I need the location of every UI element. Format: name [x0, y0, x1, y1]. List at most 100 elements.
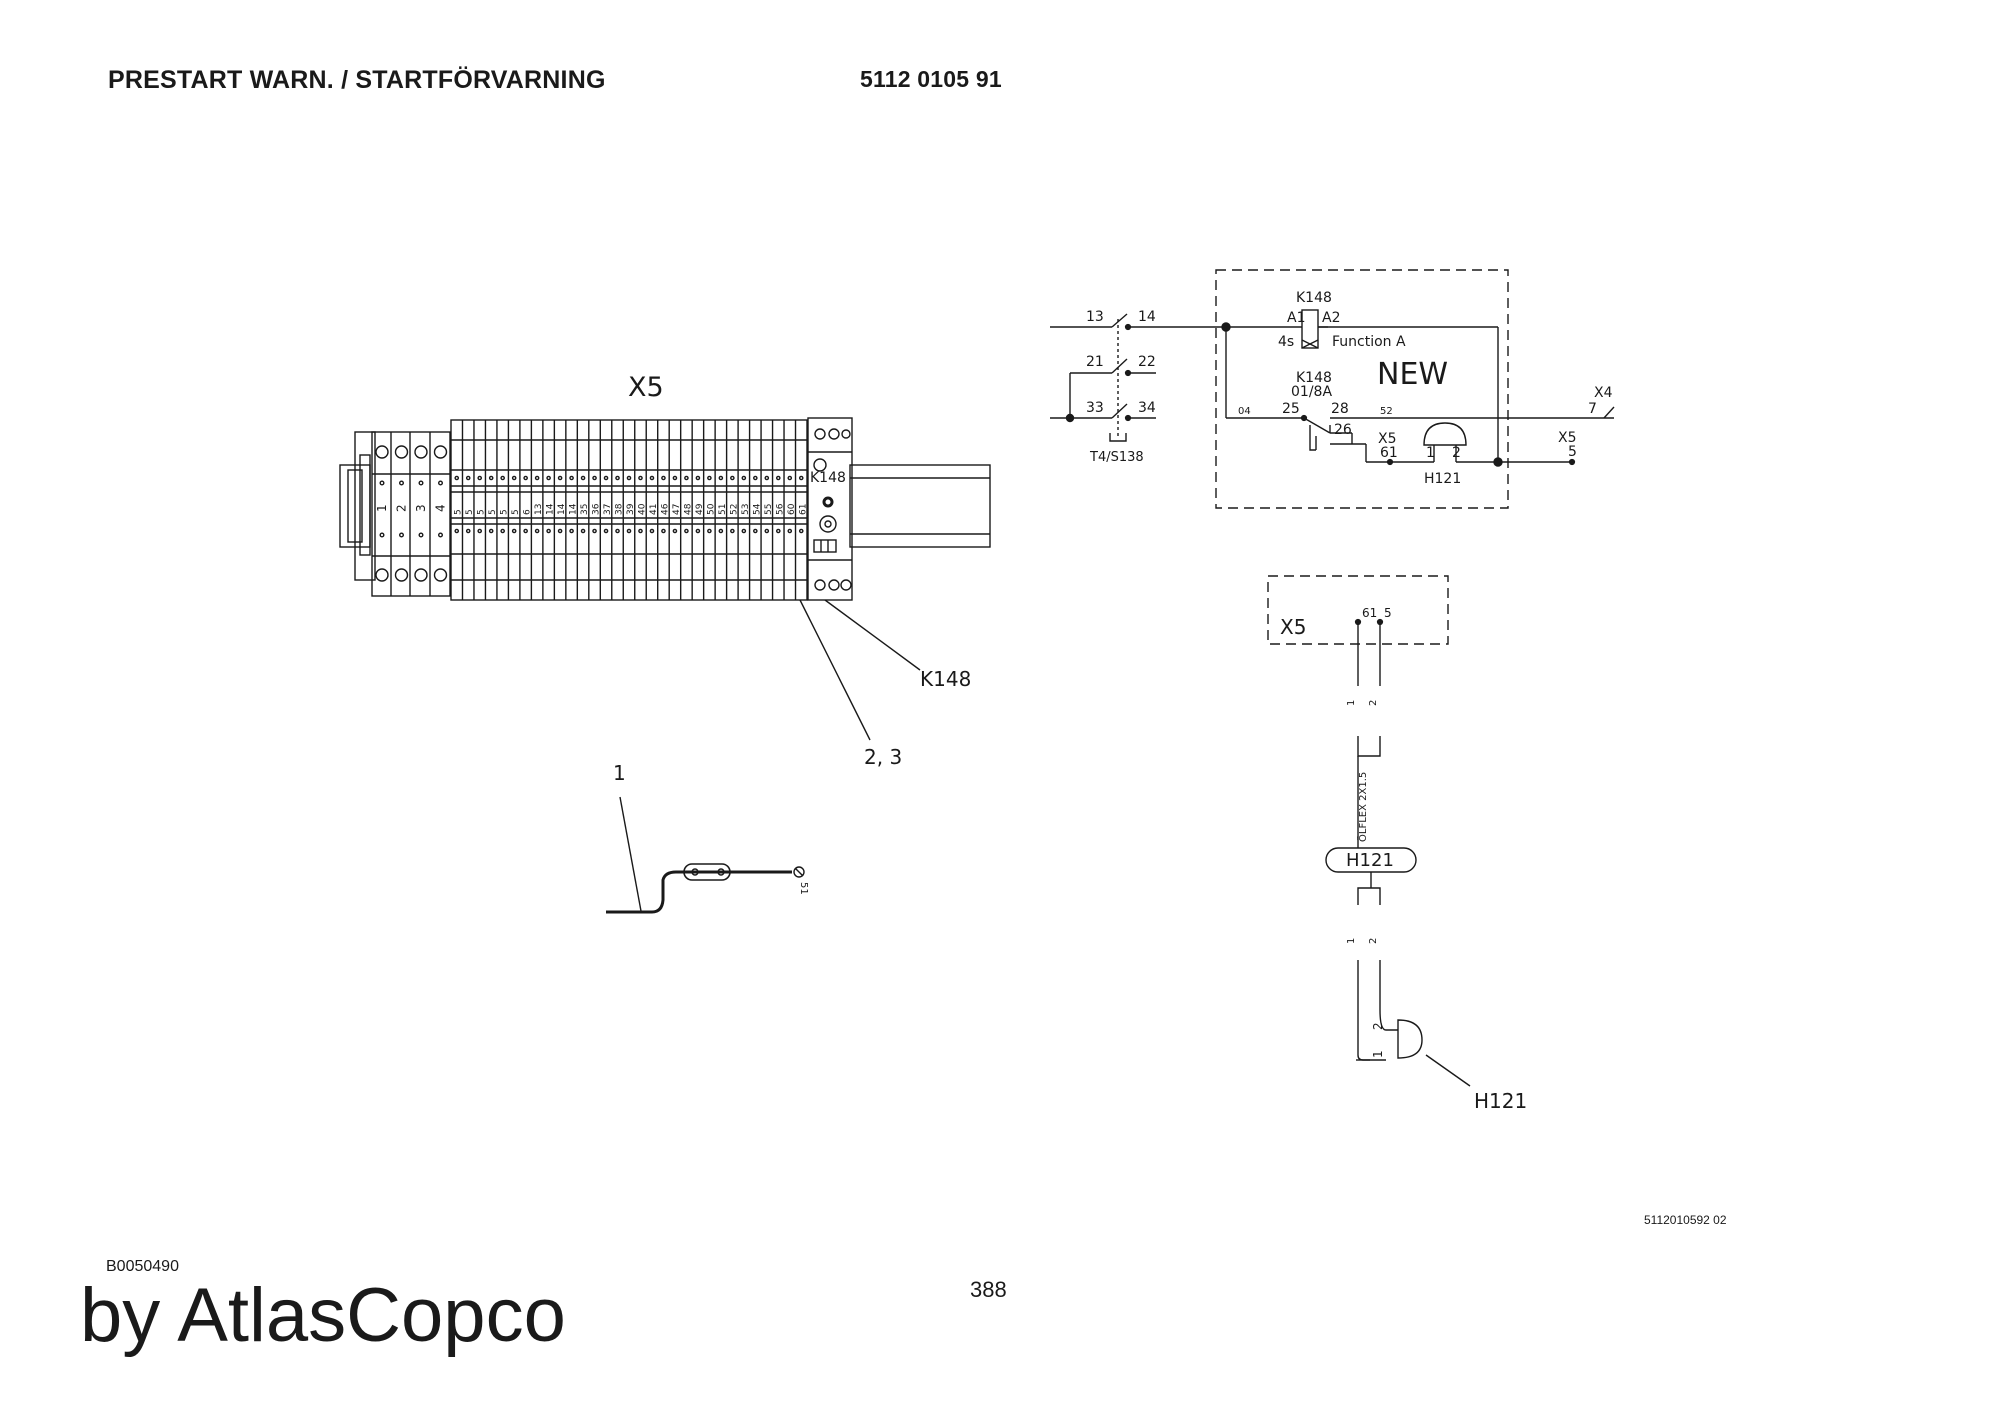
strip-terminal-number: 5 — [500, 509, 510, 515]
left-terminal-number: 2 — [395, 504, 409, 512]
contact-34: 34 — [1138, 400, 1156, 416]
reference-code: 5112010592 02 — [1644, 1213, 1727, 1227]
terminal-block-label: X5 — [628, 372, 664, 403]
terminal-strip — [450, 419, 808, 601]
callout-k148: K148 — [920, 667, 971, 691]
relay-t28: 28 — [1331, 401, 1349, 417]
cable-wire-2-bottom: 2 — [1368, 938, 1379, 944]
strip-terminal-number: 13 — [534, 504, 544, 515]
strip-terminal-number: 46 — [660, 503, 670, 515]
contact-33: 33 — [1086, 400, 1104, 416]
schematic-prestart — [1050, 269, 1615, 509]
x5-b-terminal: 5 — [1568, 444, 1577, 460]
strip-terminal-number: 5 — [511, 509, 521, 515]
strip-terminal-number: 51 — [718, 504, 728, 515]
cable-wire-1-top: 1 — [1346, 700, 1357, 706]
contact-22: 22 — [1138, 354, 1156, 370]
page-number: 388 — [970, 1277, 1007, 1302]
strip-terminal-number: 36 — [592, 503, 602, 515]
jumper-end-label: 51 — [798, 882, 809, 895]
cable-horn-pin-2: 2 — [1371, 1022, 1385, 1030]
contact-21: 21 — [1086, 354, 1104, 370]
strip-terminal-number: 54 — [752, 503, 762, 515]
callout-leader-jumper — [619, 796, 642, 912]
strip-terminal-number: 39 — [626, 503, 636, 515]
relay-module-k148 — [807, 417, 853, 601]
relay-a1: A1 — [1287, 310, 1305, 326]
cable-horn-pin-1: 1 — [1371, 1050, 1385, 1058]
left-terminal-number: 1 — [375, 504, 389, 512]
relay-t25: 25 — [1282, 401, 1300, 417]
strip-terminal-number: 37 — [603, 504, 613, 515]
relay-t26: 26 — [1334, 422, 1352, 438]
strip-terminal-number: 48 — [683, 503, 693, 515]
drawing-code: B0050490 — [106, 1258, 179, 1275]
brand-footer: by AtlasCopco — [80, 1273, 566, 1358]
strip-terminal-number: 61 — [798, 504, 808, 515]
strip-terminal-number: 5 — [454, 509, 464, 515]
strip-terminal-number: 35 — [580, 504, 590, 515]
strip-terminal-number: 40 — [637, 503, 647, 515]
cable-term-5: 5 — [1384, 606, 1392, 620]
horn-pin-1: 1 — [1426, 445, 1435, 461]
relay-t04: 04 — [1238, 406, 1251, 417]
horn-pin-2: 2 — [1452, 445, 1461, 461]
din-rail-right — [849, 464, 991, 548]
cable-type: ÖLFLEX 2X1.5 — [1356, 772, 1369, 842]
document-title: PRESTART WARN. / STARTFÖRVARNING — [108, 66, 606, 94]
terminal-block-x5 — [339, 417, 991, 741]
strip-terminal-number: 41 — [649, 504, 659, 515]
horn-label: H121 — [1424, 471, 1461, 487]
callout-leader-h121 — [1425, 1054, 1471, 1087]
contact-14: 14 — [1138, 309, 1156, 325]
strip-terminal-number: 49 — [695, 503, 705, 515]
cable-term-61: 61 — [1362, 606, 1377, 620]
relay-a2: A2 — [1322, 310, 1340, 326]
strip-terminal-number: 5 — [465, 509, 475, 515]
strip-terminal-number: 56 — [775, 503, 785, 515]
callout-jumper: 1 — [613, 761, 626, 785]
strip-terminal-number: 14 — [557, 503, 567, 515]
strip-terminal-number: 14 — [546, 503, 556, 515]
new-function-box — [1215, 269, 1509, 509]
relay-name: K148 — [1296, 290, 1332, 306]
strip-terminal-number: 6 — [523, 509, 533, 515]
relay-contact-name: K148 — [1296, 370, 1332, 386]
strip-terminal-number: 60 — [787, 503, 797, 515]
strip-terminal-number: 50 — [706, 503, 716, 515]
cable-marker-text: H121 — [1346, 850, 1394, 871]
jumper-sleeve — [683, 863, 731, 881]
x4-label: X4 — [1594, 385, 1613, 401]
x5-a-label: X5 — [1378, 431, 1397, 447]
cable-wire-2-top: 2 — [1368, 700, 1379, 706]
left-fused-block — [371, 431, 451, 597]
callout-leader-parts — [799, 599, 871, 741]
jumper-wire — [606, 796, 805, 914]
strip-terminal-number: 5 — [488, 509, 498, 515]
x5-b-label: X5 — [1558, 430, 1577, 446]
strip-terminal-number: 53 — [741, 504, 751, 515]
relay-module-label: K148 — [810, 470, 846, 486]
horn-h121-symbol — [1397, 1019, 1423, 1059]
callout-leader-k148 — [824, 599, 921, 671]
relay-function: Function A — [1332, 334, 1406, 350]
new-label: NEW — [1377, 357, 1448, 392]
strip-terminal-number: 14 — [569, 503, 579, 515]
contact-13: 13 — [1086, 309, 1104, 325]
part-number: 5112 0105 91 — [860, 66, 1002, 92]
callout-h121: H121 — [1474, 1089, 1527, 1113]
strip-terminal-number: 5 — [477, 509, 487, 515]
strip-terminal-number: 52 — [729, 504, 739, 515]
left-terminal-number: 3 — [414, 504, 428, 512]
relay-contact-rating: 01/8A — [1291, 384, 1332, 400]
cable-wire-1-bottom: 1 — [1346, 938, 1357, 944]
switch-label: T4/S138 — [1089, 450, 1144, 465]
horn-cable-assembly — [1267, 575, 1471, 1087]
strip-terminal-number: 47 — [672, 504, 682, 515]
x5-a-terminal: 61 — [1380, 445, 1398, 461]
relay-delay: 4s — [1278, 334, 1294, 350]
strip-terminal-number: 38 — [615, 503, 625, 515]
